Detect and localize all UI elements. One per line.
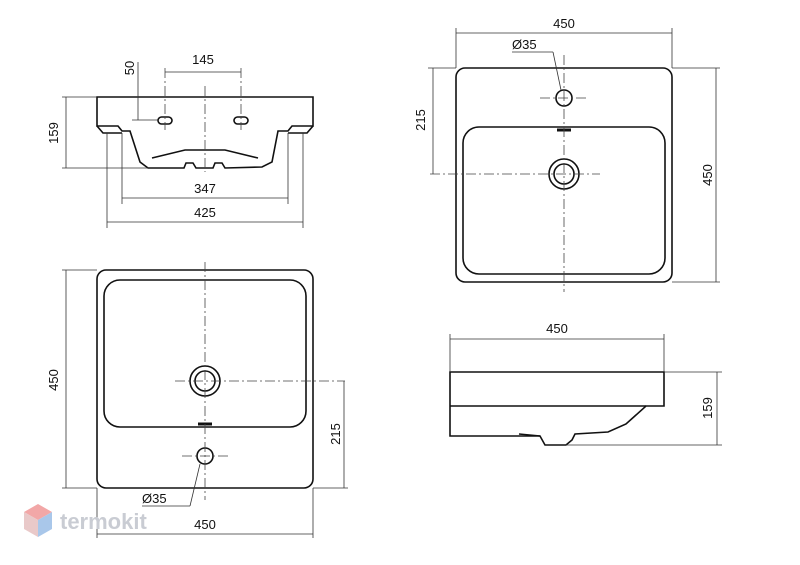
dim-width: 450 [546, 321, 568, 336]
dim-width: 450 [553, 16, 575, 31]
top-view-right: 450 Ø35 215 450 [413, 16, 720, 292]
dim-depth: 450 [46, 369, 61, 391]
dim-hole-diameter: Ø35 [142, 491, 167, 506]
dim-height: 159 [700, 397, 715, 419]
dim-hole-height: 50 [122, 61, 137, 75]
dim-hole-offset: 215 [328, 423, 343, 445]
front-view: 145 50 159 347 425 [46, 52, 314, 228]
dim-inner-width: 347 [194, 181, 216, 196]
top-view-left: 450 215 Ø35 450 [46, 262, 348, 538]
termokit-logo: termokit [24, 504, 147, 537]
logo-text: termokit [60, 509, 147, 534]
dim-total-width: 425 [194, 205, 216, 220]
dim-hole-offset: 215 [413, 109, 428, 131]
logo-cube-left-icon [24, 512, 38, 537]
dim-height: 159 [46, 122, 61, 144]
dim-depth: 450 [700, 164, 715, 186]
dim-holes-spacing: 145 [192, 52, 214, 67]
side-view: 450 159 [449, 321, 722, 446]
logo-cube-right-icon [38, 512, 52, 537]
dim-hole-diameter: Ø35 [512, 37, 537, 52]
dim-width: 450 [194, 517, 216, 532]
